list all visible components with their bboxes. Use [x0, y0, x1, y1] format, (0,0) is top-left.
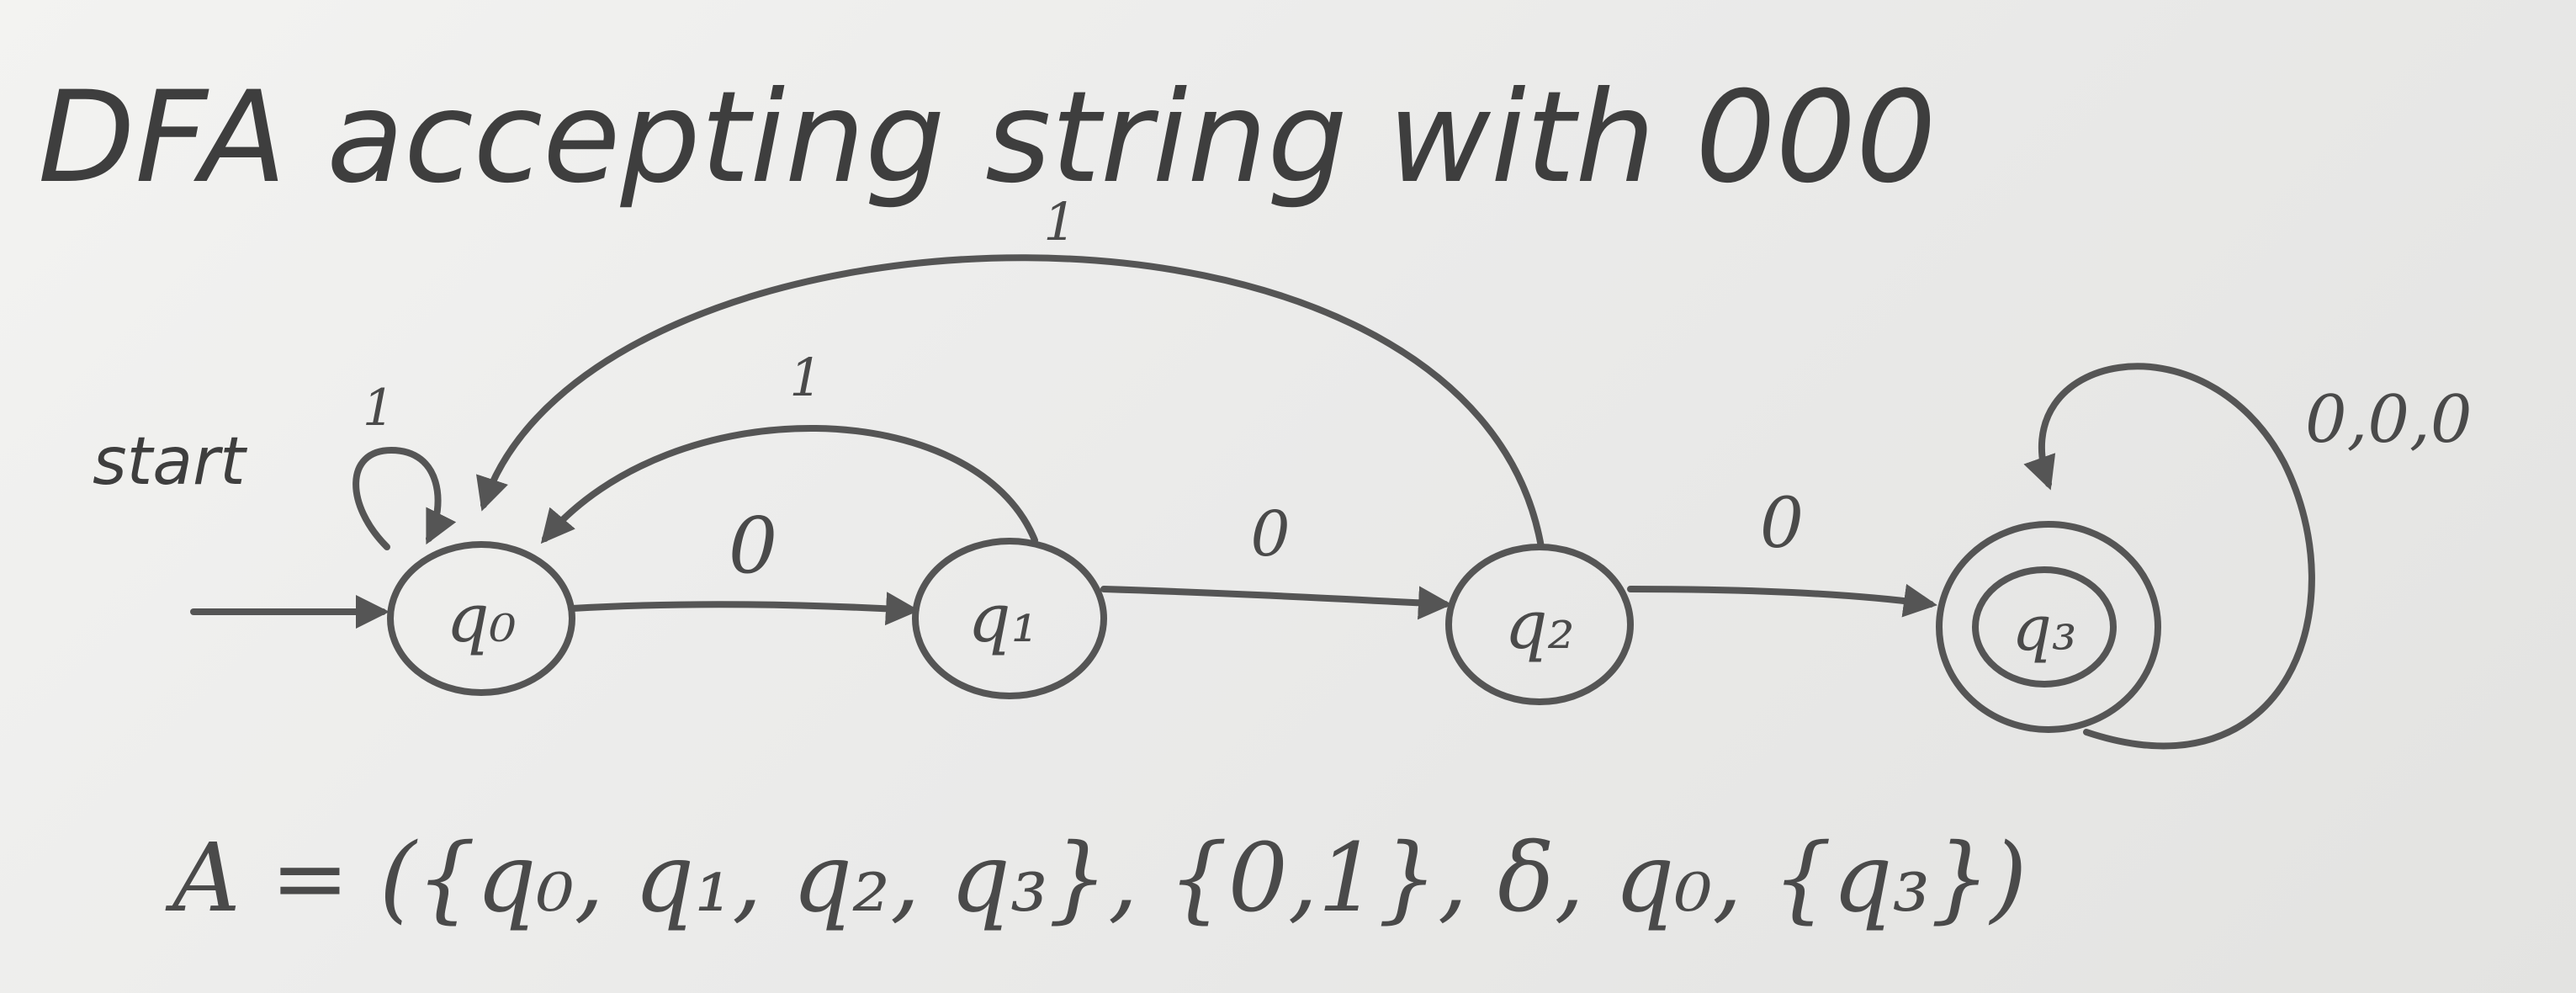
- transition-q3-q3-label: 0,0,0: [2305, 382, 2472, 458]
- state-q2-label: q₂: [1504, 586, 1574, 664]
- transition-q1-q0-label: 1: [789, 347, 822, 408]
- state-q3-outer: [1936, 521, 2161, 733]
- diagram-title: DFA accepting string with 000: [38, 65, 1937, 211]
- transition-q2-q0: [476, 254, 1545, 550]
- transition-q2-q0-label: 1: [1043, 191, 1076, 252]
- transition-q3-q3: [2023, 363, 2315, 750]
- state-q3-label: q₃: [2012, 592, 2076, 665]
- transition-q0-q1-label: 0: [729, 501, 778, 591]
- state-q3-inner: [1972, 566, 2117, 688]
- state-q0: [387, 541, 575, 696]
- transition-q1-q0: [540, 425, 1038, 544]
- start-label: start: [93, 424, 247, 500]
- transition-q0-q0: [352, 446, 457, 550]
- state-q1-label: q₁: [967, 579, 1037, 657]
- transition-q1-q2: [1100, 586, 1452, 620]
- transition-q2-q3-label: 0: [1760, 484, 1804, 564]
- transition-q0-q0-label: 1: [363, 379, 395, 438]
- formal-definition: A = ({q₀, q₁, q₂, q₃}, {0,1}, δ, q₀, {q₃…: [165, 824, 2027, 933]
- transition-q0-q1: [569, 592, 920, 626]
- transition-q2-q3: [1627, 583, 1937, 618]
- transition-q1-q2-label: 0: [1250, 498, 1290, 571]
- state-q0-label: q₀: [446, 579, 516, 657]
